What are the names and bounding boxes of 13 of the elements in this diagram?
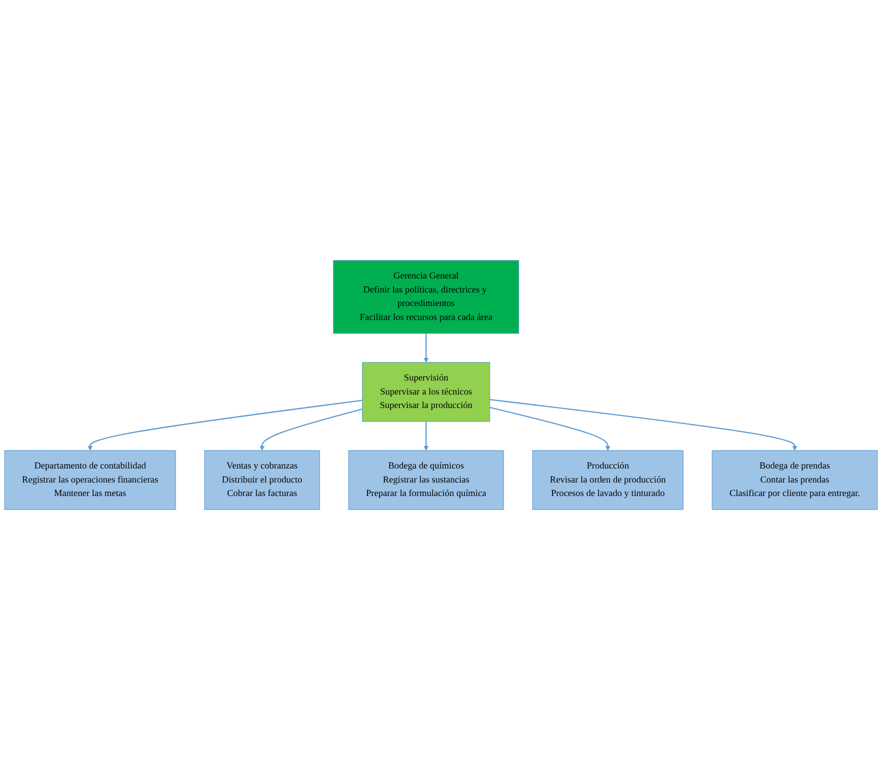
node-box: Producción Revisar la orden de producción Procesos de lavado y tinturado xyxy=(532,450,684,510)
arrow xyxy=(88,400,362,451)
node-box: Bodega de prendas Contar las prendas Clasificar por cliente para entregar. xyxy=(712,450,878,510)
arrow xyxy=(490,398,798,451)
arrow xyxy=(260,408,363,451)
node-box: Supervisión Supervisar a los técnicos Supervisar la producción xyxy=(362,362,490,422)
node-box: Bodega de químicos Registrar las sustancias Preparar la formulación química xyxy=(348,450,504,510)
node-box: Departamento de contabilidad Registrar las operaciones financieras Mantener las metas xyxy=(4,450,176,510)
node-box: Gerencia General Definir las políticas, directrices y procedimientos Facilitar los recursos para cada área xyxy=(333,260,520,334)
arrow xyxy=(424,333,429,363)
arrow xyxy=(490,406,610,451)
node-box: Ventas y cobranzas Distribuir el producto Cobrar las facturas xyxy=(204,450,320,510)
arrow xyxy=(424,422,429,451)
